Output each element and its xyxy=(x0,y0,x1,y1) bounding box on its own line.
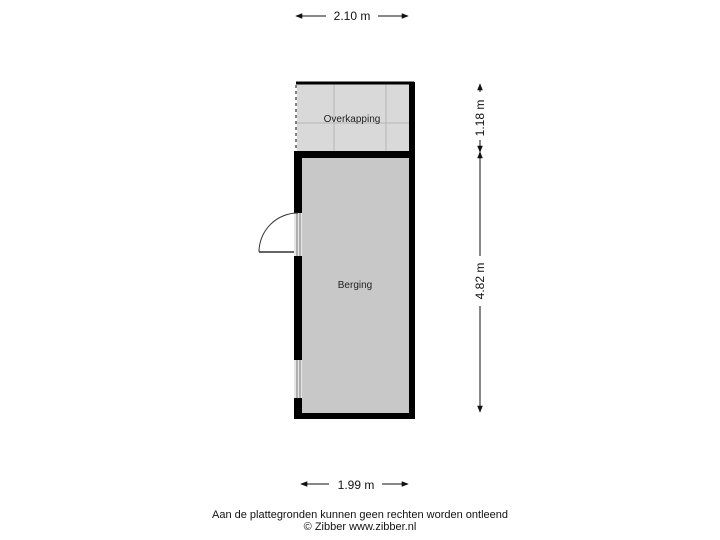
overkapping-right-wall xyxy=(409,82,415,152)
overkapping-room: Overkapping xyxy=(295,81,415,152)
room-label-overkapping: Overkapping xyxy=(324,114,381,125)
dimension-top-width: 2.10 m xyxy=(295,9,409,23)
overkapping-floor xyxy=(297,84,409,151)
dimension-label-overkapping-depth: 1.18 m xyxy=(473,100,487,137)
room-label-berging: Berging xyxy=(338,280,372,291)
window xyxy=(294,360,302,398)
copyright-text: © Zibber www.zibber.nl xyxy=(303,521,417,533)
dimension-label-top-width: 2.10 m xyxy=(334,9,371,23)
dimension-label-berging-depth: 4.82 m xyxy=(473,263,487,300)
disclaimer-text: Aan de plattegronden kunnen geen rechten… xyxy=(211,509,508,521)
dimension-overkapping-depth: 1.18 m xyxy=(473,83,487,153)
berging-floor xyxy=(302,158,409,413)
door-swing-arc xyxy=(258,212,299,253)
dimension-berging-depth: 4.82 m xyxy=(473,151,487,413)
dimension-label-bottom-width: 1.99 m xyxy=(338,478,375,492)
door-opening xyxy=(294,213,302,256)
berging-room: Berging xyxy=(258,151,415,419)
dimension-bottom-width: 1.99 m xyxy=(300,478,409,492)
